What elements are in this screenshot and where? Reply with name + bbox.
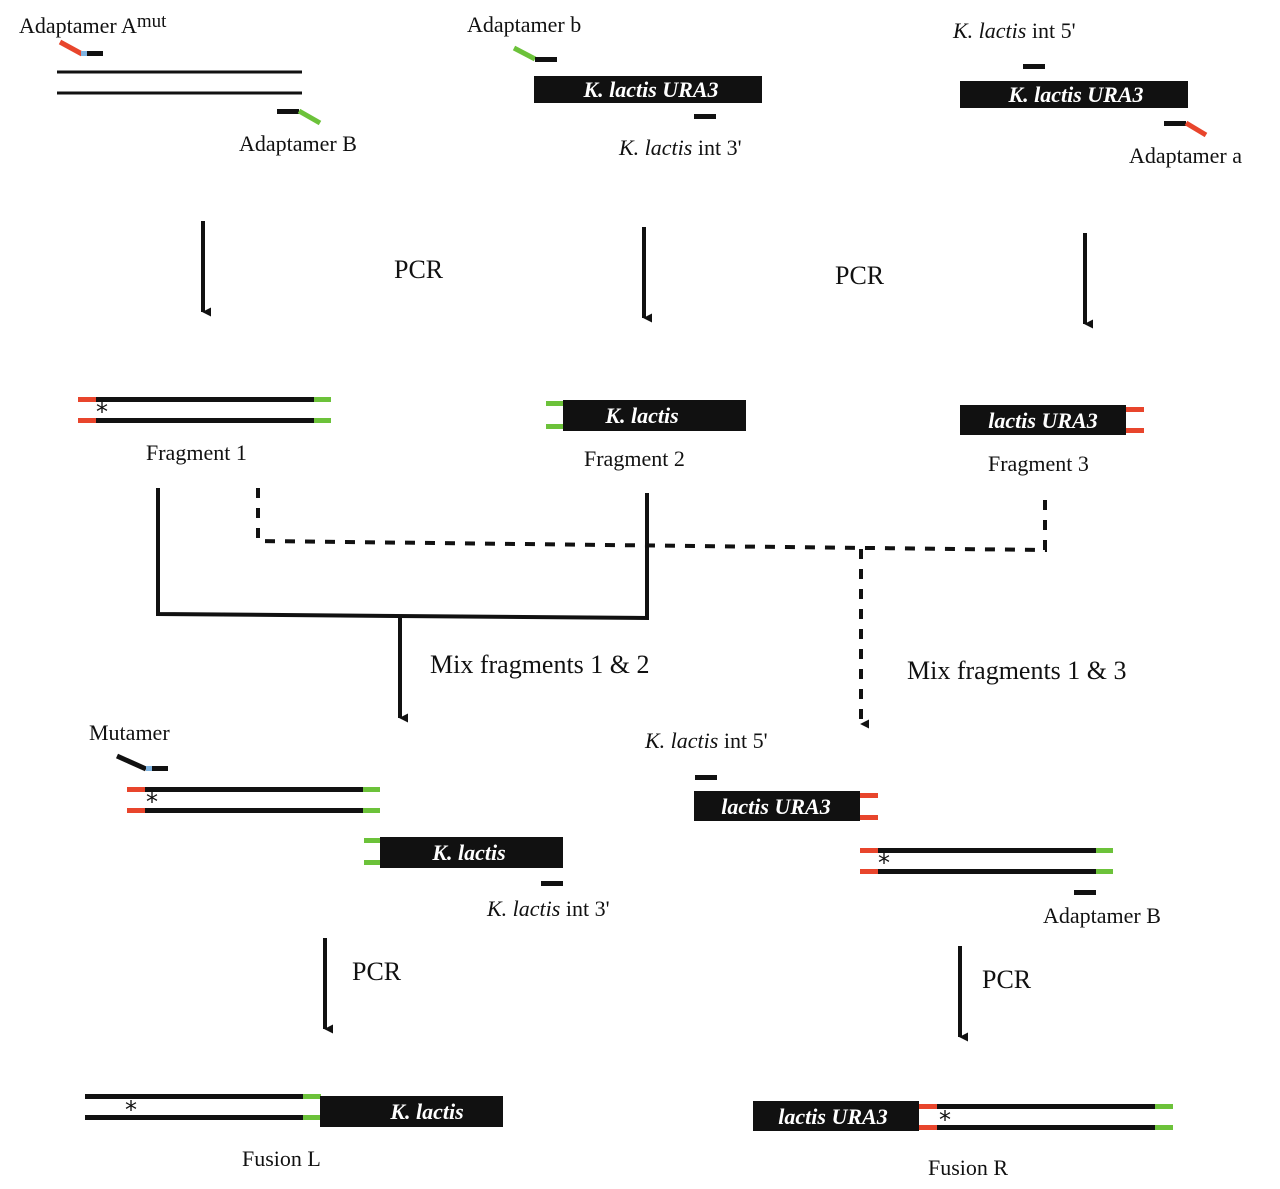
fragment-3-copy-right: lactis URA3 [694, 791, 878, 821]
label-fusion-r: Fusion R [928, 1155, 1008, 1180]
mutation-mark-lower-left: * [146, 788, 158, 816]
label-mix-1-3: Mix fragments 1 & 3 [907, 656, 1127, 685]
label-fusion-l: Fusion L [242, 1146, 321, 1171]
label-adaptamer-a: Adaptamer a [1129, 143, 1242, 168]
k-lactis-int5-primer-2 [695, 775, 717, 780]
label-pcr-2: PCR [835, 261, 885, 290]
gene-block-ura3-1: K. lactis URA3 [534, 76, 762, 103]
mutation-mark-lower-right: * [878, 849, 890, 877]
label-mix-1-2: Mix fragments 1 & 2 [430, 650, 650, 679]
gene-label-fragment-2: K. lactis [604, 403, 678, 428]
gene-label-lower-left: K. lactis [431, 840, 505, 865]
label-mutamer: Mutamer [89, 720, 170, 745]
template-dna-top-left [57, 39, 322, 126]
label-adaptamer-a-mut: Adaptamer Amut [19, 11, 167, 38]
label-k-lactis-int3-2: K. lactis int 3' [486, 896, 610, 921]
label-pcr-4: PCR [982, 965, 1032, 994]
fragment-1-dna: * [78, 397, 331, 426]
gene-block-ura3-2: K. lactis URA3 [960, 81, 1188, 108]
gene-label-ura3-1: K. lactis URA3 [582, 77, 718, 102]
adaptamer-b-lower-primer [512, 45, 557, 62]
label-adaptamer-b-1: Adaptamer B [239, 131, 357, 156]
label-fragment-3: Fragment 3 [988, 451, 1089, 476]
gene-label-lower-right: lactis URA3 [721, 794, 830, 819]
gene-label-fusion-l: K. lactis [389, 1099, 463, 1124]
mutation-mark-fragment-1: * [96, 398, 108, 426]
label-pcr-1: PCR [394, 255, 444, 284]
mix-1-2-bracket [156, 488, 649, 621]
label-adaptamer-b-lower: Adaptamer b [467, 12, 581, 37]
fragment-2-copy-left: K. lactis [364, 837, 563, 868]
label-k-lactis-int5-1: K. lactis int 5' [952, 18, 1076, 43]
mutation-mark-fusion-r: * [939, 1106, 951, 1134]
mix-1-3-bracket [256, 488, 1047, 553]
fragment-3-dna: lactis URA3 [960, 405, 1144, 435]
fragment-1-copy-right: * [860, 848, 1113, 877]
mutamer-primer [115, 753, 168, 772]
fragment-1-copy-left: * [127, 787, 380, 816]
k-lactis-int3-primer-1 [694, 114, 716, 119]
fragment-2-dna: K. lactis [546, 400, 746, 431]
fusion-r-dna: lactis URA3 * [753, 1101, 1173, 1134]
gene-label-ura3-2: K. lactis URA3 [1007, 82, 1143, 107]
label-pcr-3: PCR [352, 957, 402, 986]
adaptamer-a-mut-primer [58, 39, 103, 57]
fusion-l-dna: K. lactis * [85, 1094, 503, 1127]
gene-label-fusion-r: lactis URA3 [778, 1104, 887, 1129]
adaptamer-a-primer [1164, 120, 1208, 138]
mutation-mark-fusion-l: * [125, 1096, 137, 1124]
gene-label-fragment-3: lactis URA3 [988, 408, 1097, 433]
label-k-lactis-int5-2: K. lactis int 5' [644, 728, 768, 753]
k-lactis-int5-primer-1 [1023, 64, 1045, 69]
adaptamer-b-primer-2 [1074, 890, 1096, 895]
label-k-lactis-int3-1: K. lactis int 3' [618, 135, 742, 160]
adaptamer-b-primer-1 [277, 108, 322, 126]
label-fragment-2: Fragment 2 [584, 446, 685, 471]
k-lactis-int3-primer-2 [541, 881, 563, 886]
label-adaptamer-b-2: Adaptamer B [1043, 903, 1161, 928]
label-fragment-1: Fragment 1 [146, 440, 247, 465]
